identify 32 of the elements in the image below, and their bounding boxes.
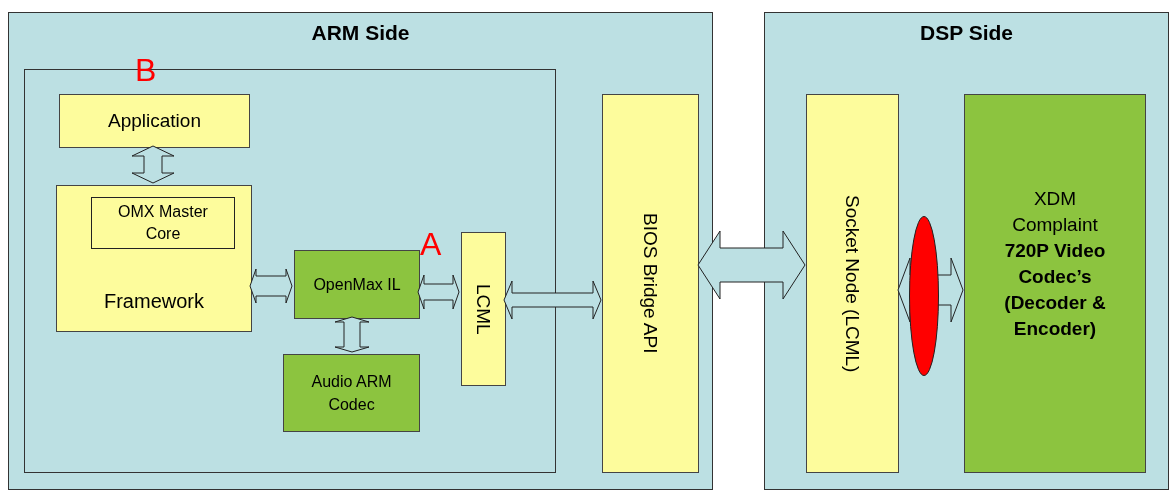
double-arrow: [334, 316, 370, 353]
double-arrow: [503, 280, 602, 320]
double-arrow: [131, 145, 175, 184]
ellipse-marker: [909, 216, 939, 376]
layer-bar: [806, 94, 899, 473]
layer-bar: [461, 232, 506, 386]
double-arrow: [249, 268, 293, 304]
component-box: [283, 354, 420, 432]
box-label: Audio ARM Codec: [310, 372, 393, 415]
double-arrow: [697, 230, 806, 300]
layer-bar: [602, 94, 699, 473]
box-label: Framework: [103, 289, 205, 314]
panel-title: DSP Side: [919, 22, 1014, 43]
component-box: [91, 197, 235, 249]
box-label: Application: [108, 108, 201, 133]
side-panel: [764, 12, 1169, 490]
double-arrow: [417, 274, 460, 310]
box-label: Socket Node (LCML): [843, 194, 862, 373]
box-label: OMX Master Core: [117, 202, 209, 244]
component-box: [56, 185, 252, 332]
panel-title: ARM Side: [310, 22, 411, 43]
side-panel: [8, 12, 713, 490]
box-label: 720P Video Codec’s (Decoder & Encoder): [1003, 238, 1107, 341]
box-label: LCML: [474, 283, 493, 335]
codec-box: [964, 94, 1146, 473]
box-label: XDM Complaint: [1011, 186, 1099, 237]
component-box: [59, 94, 250, 148]
component-box: [294, 250, 420, 319]
box-label: BIOS Bridge API: [641, 213, 660, 354]
box-label: OpenMax IL: [312, 275, 402, 295]
callout-letter: A: [420, 228, 442, 260]
double-arrow: [897, 257, 964, 323]
